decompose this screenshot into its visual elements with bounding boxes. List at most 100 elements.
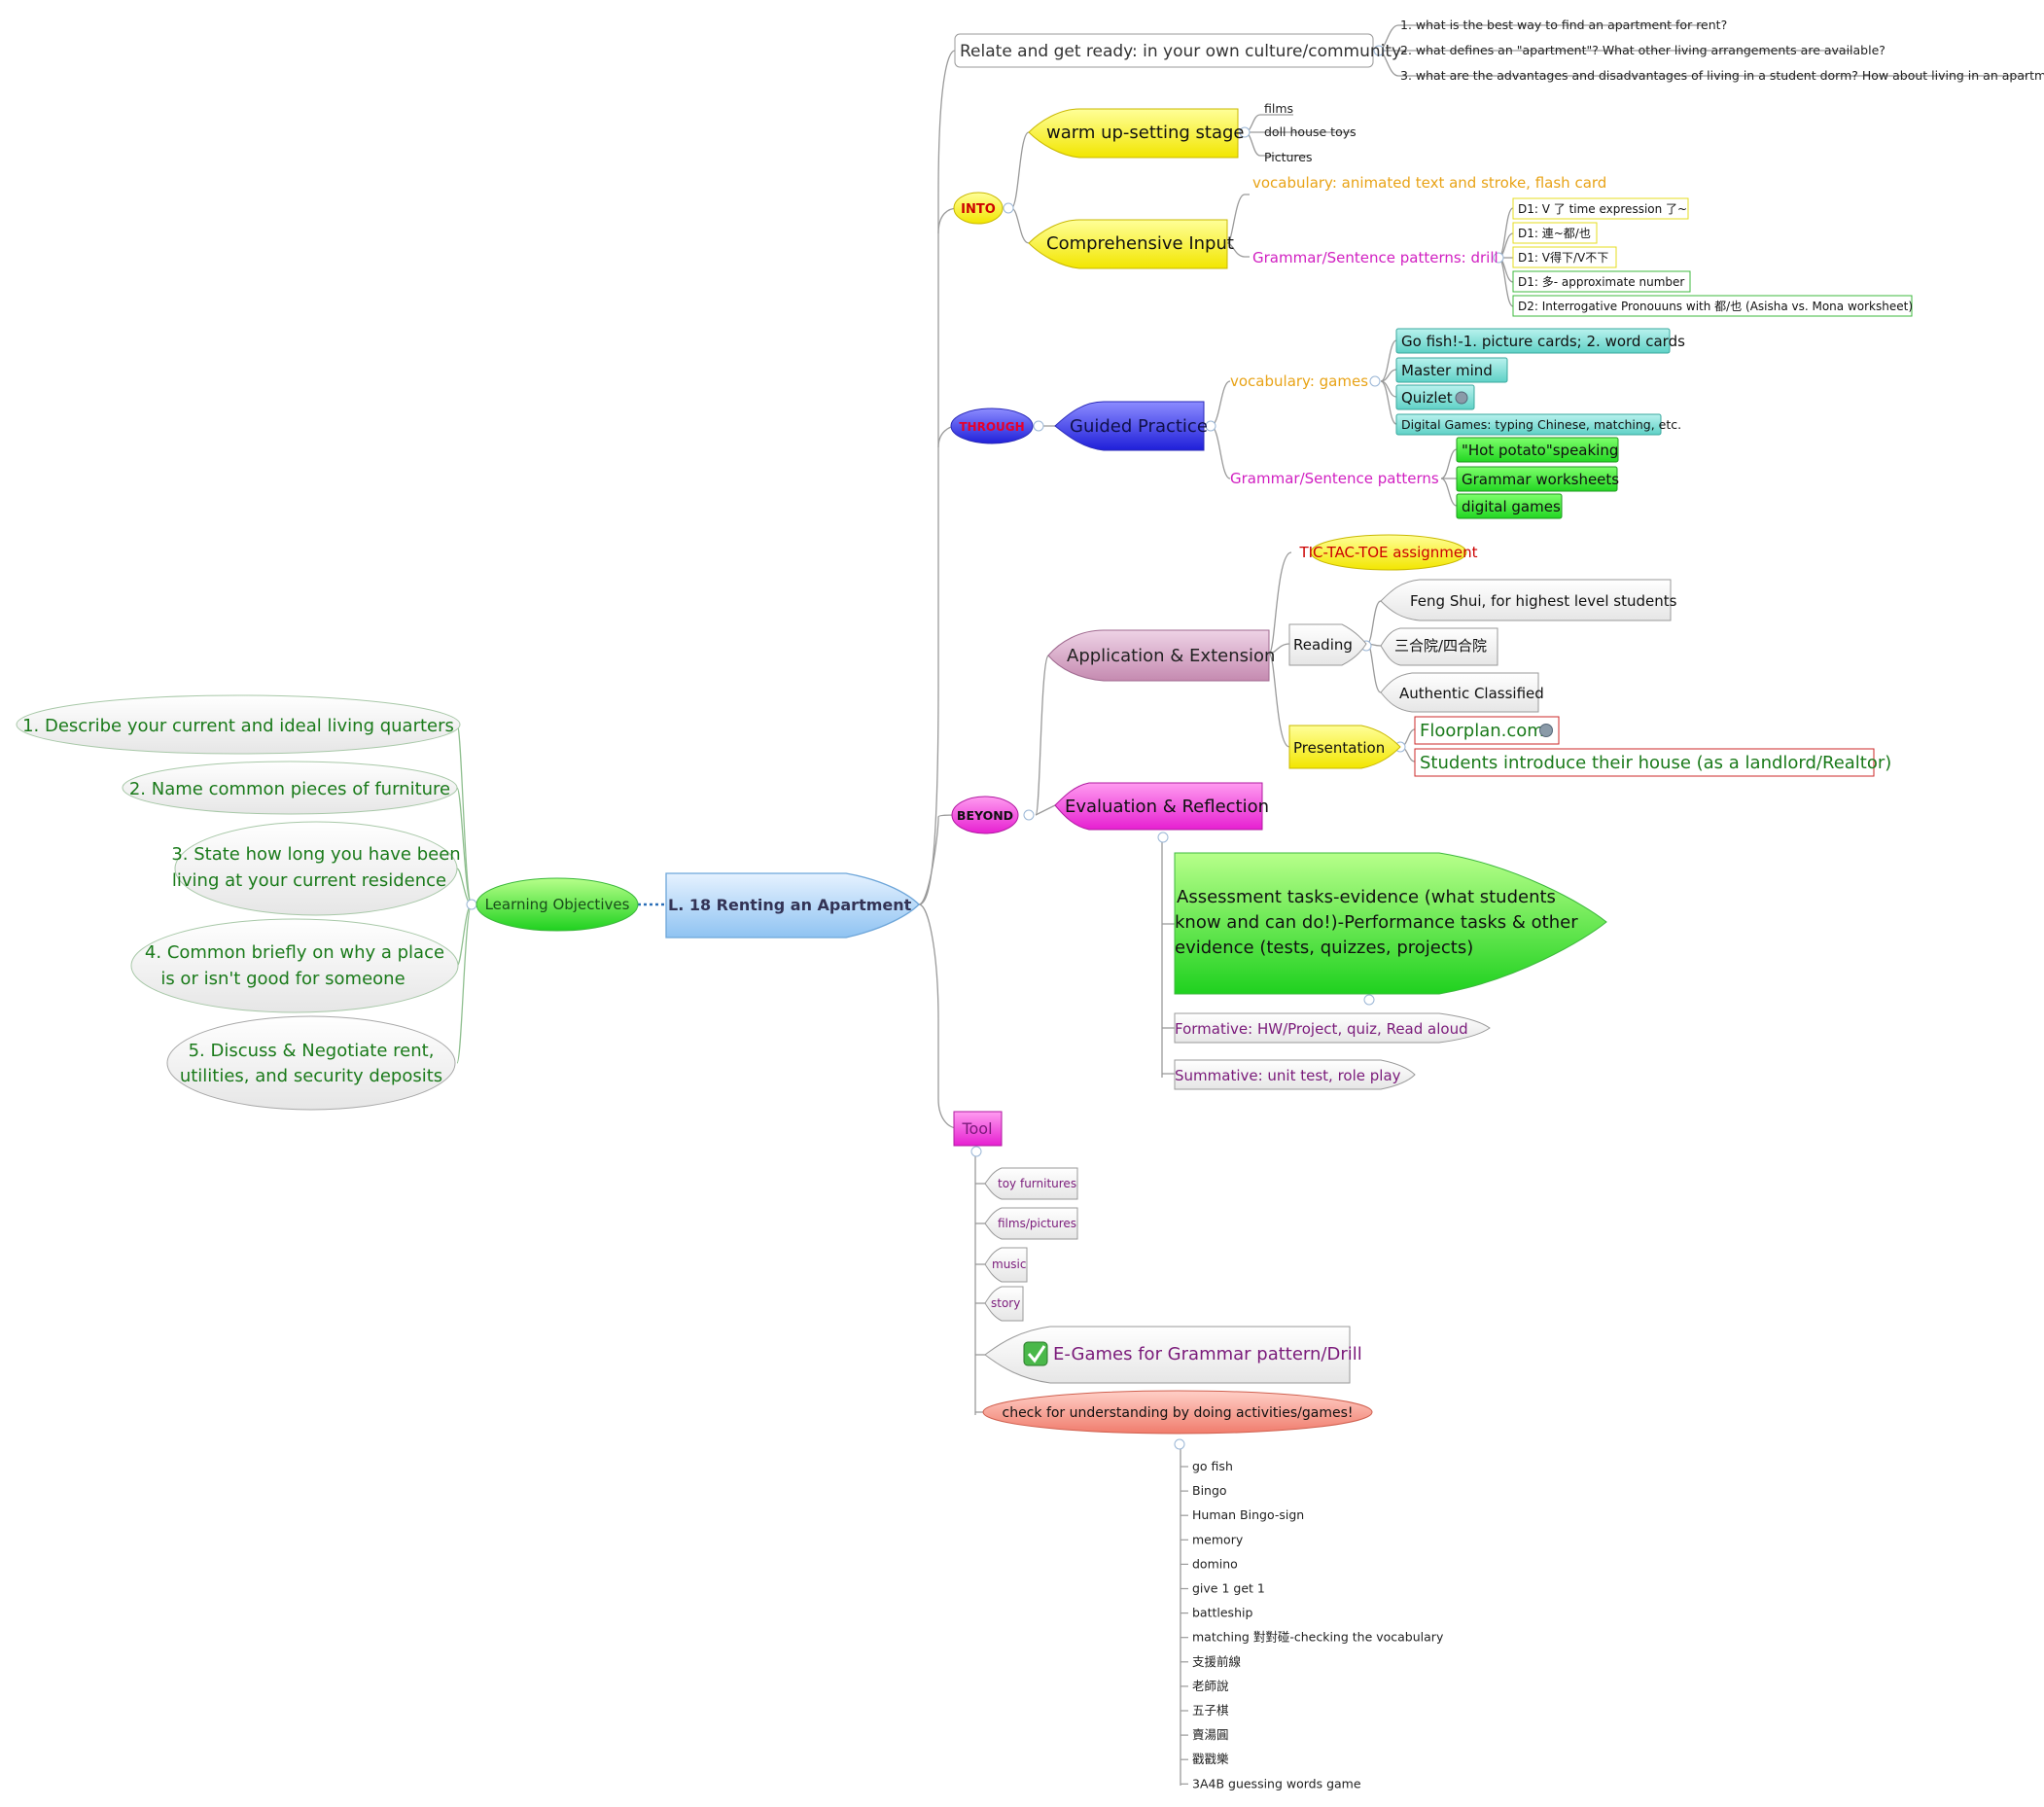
assessment-line-3: evidence (tests, quizzes, projects) <box>1175 938 1473 958</box>
game-list-item: 五子棋 <box>1192 1703 1229 1718</box>
drill-item-box-2 <box>1512 222 1598 244</box>
drill-item-box-4 <box>1512 270 1691 293</box>
into-node[interactable] <box>953 192 1004 225</box>
grammar-practice-worksheets: Grammar worksheets <box>1462 471 1619 488</box>
objective-5-bubble <box>166 1015 456 1111</box>
vocab-game-box-1 <box>1395 328 1671 354</box>
objective-3-line-2: living at your current residence <box>172 870 446 891</box>
objective-5-line-2: utilities, and security deposits <box>180 1066 442 1086</box>
grammar-practice-box-2 <box>1456 466 1618 492</box>
comprehensive-input-label: Comprehensive Input <box>1046 233 1234 254</box>
beyond-node[interactable] <box>951 796 1019 834</box>
guided-practice-node[interactable] <box>1054 401 1205 451</box>
game-tick-lines <box>1181 1466 1188 1785</box>
globe-icon[interactable] <box>1539 724 1553 737</box>
objective-nodes: 1. Describe your current and ideal livin… <box>16 694 461 1111</box>
relate-question-3: 3. what are the advantages and disadvant… <box>1400 68 2044 83</box>
center-topic-node[interactable] <box>665 872 920 939</box>
vocab-game-quizlet: Quizlet <box>1401 389 1453 407</box>
game-list-item: 支援前線 <box>1192 1654 1242 1669</box>
center-topic-label: L. 18 Renting an Apartment <box>668 896 912 914</box>
comprehensive-input-node[interactable] <box>1028 219 1228 269</box>
vocab-game-box-4 <box>1395 413 1662 436</box>
drill-item-5: D2: Interrogative Pronouuns with 都/也 (As… <box>1518 300 1913 313</box>
tictactoe-node[interactable] <box>1310 534 1467 571</box>
globe-icon[interactable] <box>1455 391 1468 405</box>
grammar-drill-items: D1: V 了 time expression 了~ D1: 連~都/也 D1:… <box>1512 197 1913 317</box>
reading-item-box-3 <box>1380 672 1539 713</box>
learning-objectives-node[interactable] <box>476 877 639 932</box>
game-list-item: Bingo <box>1192 1483 1227 1498</box>
objective-1-bubble <box>16 694 461 755</box>
assessment-node[interactable] <box>1174 852 1607 995</box>
floorplan-link[interactable]: Floorplan.com <box>1420 721 1544 741</box>
evaluation-reflection-node[interactable] <box>1054 782 1263 831</box>
tool-item-box-4 <box>984 1286 1024 1322</box>
objective-5-line-1: 5. Discuss & Negotiate rent, <box>189 1041 435 1061</box>
reading-item-box-2 <box>1380 627 1498 666</box>
check-understanding-label: check for understanding by doing activit… <box>1003 1405 1354 1421</box>
floorplan-box[interactable] <box>1414 716 1560 745</box>
vocab-game-master-mind: Master mind <box>1401 362 1493 379</box>
warmup-node[interactable] <box>1028 108 1239 159</box>
tool-node[interactable] <box>953 1111 1003 1147</box>
evaluation-reflection-label: Evaluation & Reflection <box>1065 797 1269 817</box>
summative-label: Summative: unit test, role play <box>1175 1067 1401 1084</box>
check-understanding-node[interactable] <box>982 1390 1373 1435</box>
formative-node[interactable] <box>1174 1012 1491 1044</box>
drill-item-box-3 <box>1512 246 1617 268</box>
application-extension-node[interactable] <box>1047 629 1270 682</box>
tool-items: toy furnitures films/pictures music stor… <box>984 1167 1078 1322</box>
presentation-node[interactable] <box>1288 725 1401 769</box>
through-node[interactable] <box>950 407 1034 444</box>
warmup-item-pictures: Pictures <box>1264 150 1313 164</box>
reading-courtyard: 三合院/四合院 <box>1394 637 1487 655</box>
tictactoe-label: TIC-TAC-TOE assignment <box>1298 544 1477 561</box>
reading-item-box-1 <box>1380 579 1672 621</box>
reading-classified: Authentic Classified <box>1399 685 1544 702</box>
game-list-item: domino <box>1192 1556 1238 1571</box>
objective-3-line-1: 3. State how long you have been <box>171 844 460 865</box>
vocab-game-box-2 <box>1395 357 1508 383</box>
learning-objectives-label: Learning Objectives <box>485 896 630 913</box>
objective-1: 1. Describe your current and ideal livin… <box>22 716 454 736</box>
grammar-practice-items: "Hot potato"speaking Grammar worksheets … <box>1456 437 1619 519</box>
guided-vocabulary: vocabulary: games <box>1230 372 1368 390</box>
game-list-item: give 1 get 1 <box>1192 1581 1265 1596</box>
students-introduce-box <box>1414 748 1875 777</box>
drill-item-3: D1: V得下/V不下 <box>1518 250 1608 265</box>
assessment-line-1: Assessment tasks-evidence (what students <box>1177 887 1556 907</box>
tool-item-box-2 <box>984 1207 1078 1240</box>
vocab-game-digital: Digital Games: typing Chinese, matching,… <box>1401 417 1681 432</box>
reading-node[interactable] <box>1288 623 1367 666</box>
drill-item-2: D1: 連~都/也 <box>1518 227 1591 240</box>
relate-node[interactable] <box>954 33 1374 68</box>
tool-item-box-1 <box>984 1167 1078 1200</box>
relate-question-1: 1. what is the best way to find an apart… <box>1400 18 1727 32</box>
comprehensive-grammar: Grammar/Sentence patterns: drill <box>1252 249 1498 266</box>
egames-node[interactable] <box>984 1326 1351 1384</box>
presentation-label: Presentation <box>1293 739 1385 757</box>
warmup-item-doll-house: doll house toys <box>1264 124 1357 139</box>
game-list-item: memory <box>1192 1532 1244 1546</box>
reading-label: Reading <box>1293 636 1353 654</box>
objective-2: 2. Name common pieces of furniture <box>129 779 450 799</box>
warmup-item-films: films <box>1264 101 1293 116</box>
game-list-item: Human Bingo-sign <box>1192 1507 1304 1522</box>
objective-3-bubble <box>174 821 458 916</box>
collapse-markers <box>466 45 1504 1450</box>
guided-practice-label: Guided Practice <box>1070 416 1208 437</box>
checkmark-icon <box>1023 1341 1048 1366</box>
game-list-item: 老師說 <box>1192 1679 1229 1693</box>
objective-4-line-1: 4. Common briefly on why a place <box>145 942 444 963</box>
drill-item-box-1 <box>1512 197 1689 220</box>
game-list-item: 3A4B guessing words game <box>1192 1776 1361 1790</box>
drill-item-box-5 <box>1512 295 1913 317</box>
game-list-item: go fish <box>1192 1459 1233 1473</box>
game-list-item: battleship <box>1192 1606 1252 1620</box>
summative-node[interactable] <box>1174 1059 1416 1090</box>
egames-label: E-Games for Grammar pattern/Drill <box>1053 1344 1362 1364</box>
tool-item-box-3 <box>984 1247 1028 1283</box>
